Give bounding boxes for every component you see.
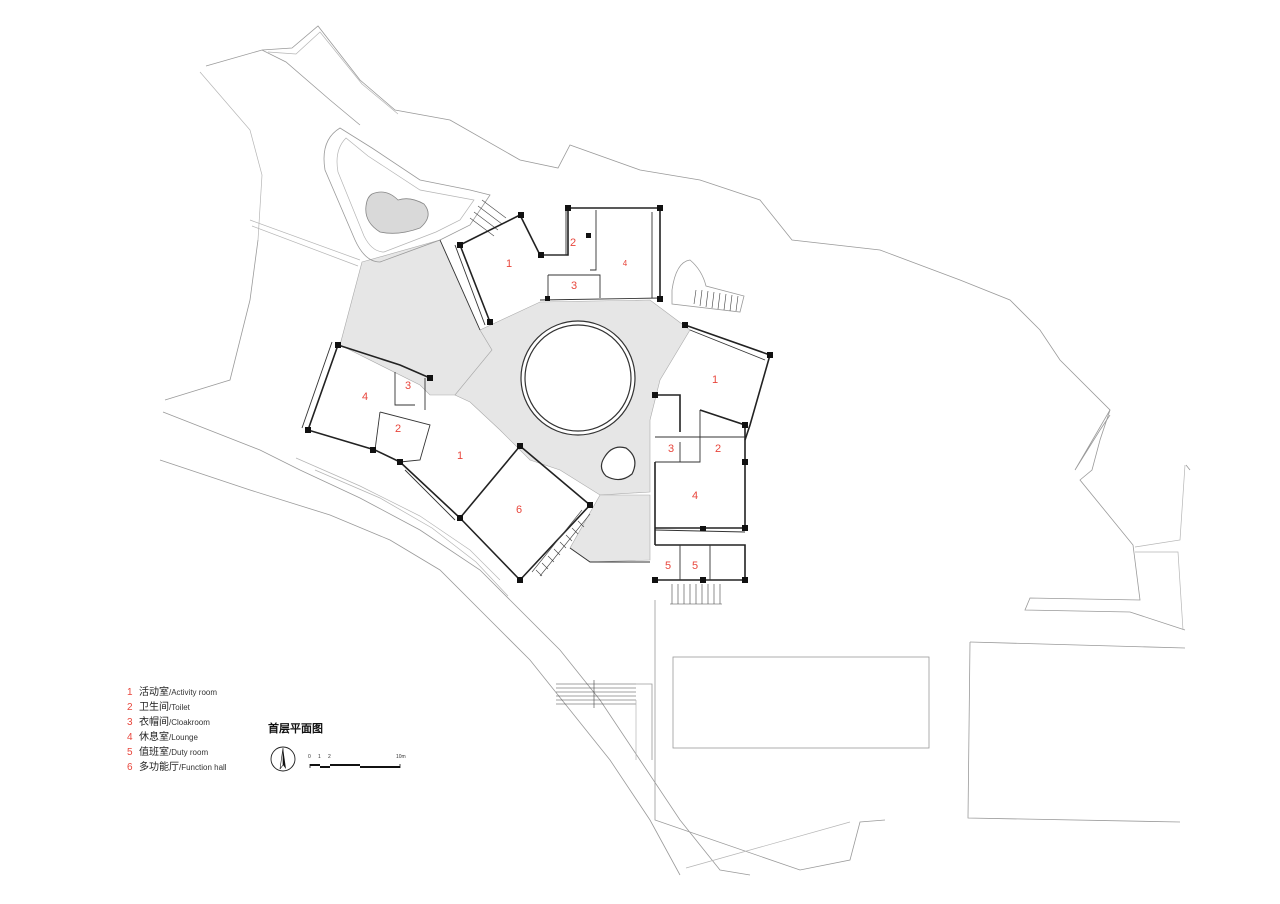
- room-tag-cloakroom-w: 3: [405, 380, 411, 392]
- scale-bar: 0 1 2 10m: [308, 754, 408, 770]
- room-tag-cloakroom-e: 3: [668, 443, 674, 455]
- room-tag-function-hall: 6: [516, 504, 522, 516]
- room-tag-lounge-w: 4: [362, 391, 368, 403]
- drawing-title: 首层平面图: [268, 722, 323, 735]
- legend-label-en: /Function hall: [179, 763, 227, 772]
- pond-garden: [323, 127, 507, 263]
- legend-item: 3 衣帽间 /Cloakroom: [127, 713, 227, 728]
- legend-item: 1 活动室 /Activity room: [127, 683, 227, 698]
- scale-tick-label: 2: [328, 754, 331, 760]
- legend-label-en: /Cloakroom: [169, 718, 210, 727]
- legend-num: 1: [127, 687, 133, 698]
- paved-areas: [339, 239, 691, 563]
- scale-tick-label: 10m: [396, 754, 406, 760]
- legend-label-zh: 休息室: [139, 732, 169, 743]
- legend-label-zh: 卫生间: [139, 702, 169, 713]
- room-tag-cloakroom-n: 3: [571, 280, 577, 292]
- room-tag-toilet-w: 2: [395, 423, 401, 435]
- legend-label-zh: 值班室: [139, 747, 169, 758]
- legend-label-zh: 活动室: [139, 687, 169, 698]
- legend-label-en: /Duty room: [169, 748, 209, 757]
- scale-tick-label: 0: [308, 754, 311, 760]
- legend-num: 5: [127, 747, 133, 758]
- room-number-tags: 1 2 4 3 1 3 4 2 1 6 3 2 4 5 5: [362, 237, 721, 572]
- room-tag-lounge-e: 4: [692, 490, 698, 502]
- room-tag-toilet-n: 2: [570, 237, 576, 249]
- columns: [305, 205, 773, 583]
- room-tag-lounge-n: 4: [623, 259, 628, 268]
- legend-num: 4: [127, 732, 133, 743]
- legend-item: 5 值班室 /Duty room: [127, 743, 227, 758]
- room-tag-activity-sw: 1: [457, 450, 463, 462]
- legend-num: 2: [127, 702, 133, 713]
- room-tag-activity-n: 1: [506, 258, 512, 270]
- site-context: [159, 25, 1191, 876]
- scale-tick-label: 1: [318, 754, 321, 760]
- legend-item: 6 多功能厅 /Function hall: [127, 758, 227, 773]
- legend-label-en: /Activity room: [169, 688, 218, 697]
- legend-item: 4 休息室 /Lounge: [127, 728, 227, 743]
- legend-label-zh: 衣帽间: [139, 717, 169, 728]
- room-tag-duty-2: 5: [692, 560, 698, 572]
- legend-item: 2 卫生间 /Toilet: [127, 698, 227, 713]
- room-tag-toilet-e: 2: [715, 443, 721, 455]
- legend-label-en: /Lounge: [169, 733, 198, 742]
- legend-num: 3: [127, 717, 133, 728]
- planter: [600, 446, 636, 481]
- room-tag-duty-1: 5: [665, 560, 671, 572]
- legend-num: 6: [127, 762, 133, 773]
- legend-label-zh: 多功能厅: [139, 762, 179, 773]
- room-tag-activity-e: 1: [712, 374, 718, 386]
- room-legend: 1 活动室 /Activity room 2 卫生间 /Toilet 3 衣帽间…: [127, 683, 227, 773]
- north-arrow-icon: [270, 746, 296, 772]
- legend-label-en: /Toilet: [169, 703, 190, 712]
